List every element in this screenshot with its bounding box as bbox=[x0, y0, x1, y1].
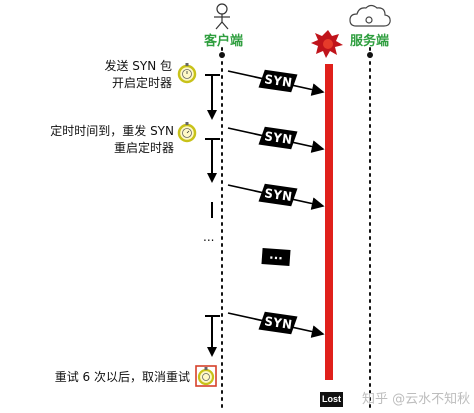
note-retransmit-line2: 重启定时器 bbox=[113, 141, 174, 155]
client-lifeline-dot bbox=[219, 52, 225, 58]
timer-arrow-1 bbox=[205, 74, 220, 120]
note-first-send-line2: 开启定时器 bbox=[111, 76, 172, 90]
stopwatch-icon bbox=[177, 122, 197, 143]
note-retransmit: 定时时间到，重发 SYN 重启定时器 bbox=[46, 123, 174, 157]
lost-badge: Lost bbox=[320, 392, 343, 407]
note-first-send: 发送 SYN 包 开启定时器 bbox=[68, 58, 172, 92]
stopwatch-icon bbox=[177, 63, 197, 84]
cloud-server-icon bbox=[349, 4, 391, 27]
server-label: 服务端 bbox=[350, 34, 390, 49]
syn-packet-2-label: SYN bbox=[263, 128, 293, 148]
timer-arrow-4 bbox=[205, 315, 220, 357]
syn-packet-3-label: SYN bbox=[263, 185, 293, 205]
explosion-icon bbox=[311, 30, 343, 58]
server-lifeline-dot bbox=[367, 52, 373, 58]
syn-packet-4-label: SYN bbox=[263, 313, 293, 333]
note-retransmit-line1: 定时时间到，重发 SYN bbox=[50, 124, 174, 138]
note-give-up: 重试 6 次以后，取消重试 bbox=[54, 370, 190, 384]
ellipsis-packet: ... bbox=[261, 248, 291, 266]
note-first-send-line1: 发送 SYN 包 bbox=[104, 59, 172, 73]
timer-arrow-2 bbox=[205, 138, 220, 183]
ellipsis-left: ... bbox=[203, 230, 215, 244]
watermark: 知乎 @云水不知秋 bbox=[362, 392, 471, 407]
stick-figure-icon bbox=[214, 3, 230, 30]
lost-bar bbox=[325, 64, 333, 380]
syn-packet-1-label: SYN bbox=[263, 71, 293, 91]
stopwatch-stop-icon bbox=[195, 365, 217, 387]
client-label: 客户端 bbox=[204, 34, 244, 49]
